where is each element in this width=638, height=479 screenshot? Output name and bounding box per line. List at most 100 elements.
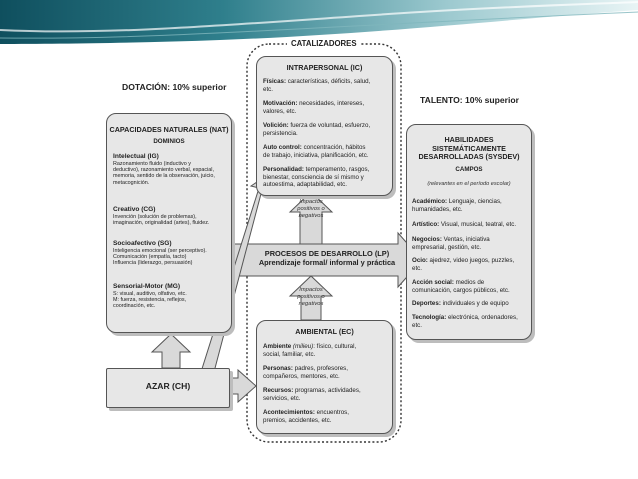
sysdev-item-line: ajedrez, video juegos, puzzles, [427,257,515,264]
sysdev-item-line: empresarial, gestión, etc. [412,243,482,251]
ec-item-term: Ambiente [263,343,292,350]
ic-item-line: etc. [263,85,273,93]
nat-subtitle: DOMINIOS [153,138,185,145]
ic-item-line: características, déficits, salud, [286,78,371,85]
sysdev-item-term: Artístico: [412,221,440,228]
impact-top-label: Impactos positivos o negativos [287,199,335,219]
ic-box [256,56,393,196]
ic-item-term: Motivación: [263,100,298,107]
ec-box [256,320,393,434]
sysdev-item-term: Académico: [412,198,448,205]
sysdev-item-line: humanidades, etc. [412,205,463,213]
sysdev-item-ocio: Ocio: ajedrez, video juegos, puzzles, et… [412,257,530,272]
azar-right-arrow [227,368,257,404]
nat-domain-name: Creativo (CG) [113,206,156,213]
nat-domain-desc: coordinación, etc. [113,303,156,310]
sysdev-title-line: DESARROLLADAS (SYSDEV) [418,152,520,162]
impact-line: negativos [298,212,324,219]
sysdev-item-line: Lenguaje, ciencias, [447,198,502,205]
ic-item-line: necesidades, intereses, [297,100,365,107]
ic-item-fisicas: Físicas: características, déficits, salu… [263,78,389,93]
lp-line: PROCESOS DE DESARROLLO (LP) [264,249,390,258]
nat-domain-desc: imaginación, originalidad (artes), fluid… [113,220,210,226]
ic-title: INTRAPERSONAL (IC) [286,63,363,72]
sysdev-item-term: Ocio: [412,257,428,264]
ec-item-line: premios, accidentes, etc. [263,416,332,424]
ic-item-line: bienestar, consciencia de sí mismo y [263,173,364,181]
impact-line: Impactos [299,199,323,205]
ec-item-term: Acontecimientos: [263,409,315,416]
sysdev-item-term: Tecnología: [412,314,447,321]
nat-domain-desc: deductivo), razonamiento verbal, espacia… [113,167,214,173]
nat-domain-desc: Razonamiento fluido (inductivo y [113,160,191,167]
sysdev-item-line: Visual, musical, teatral, etc. [439,221,517,228]
sysdev-note: (relevantes en el período escolar) [427,181,511,187]
nat-domain-desc: M: fuerza, resistencia, reflejos, [113,297,187,303]
ic-item-line: de trabajo, iniciativa, planificación, e… [263,151,369,159]
sysdev-item-tecnologia: Tecnología: electrónica, ordenadores, et… [412,314,530,329]
ic-item-term: Volición: [263,122,289,129]
sysdev-item-line: etc. [412,321,422,329]
azar-label: AZAR (CH) [145,381,191,391]
sysdev-item-artistico: Artístico: Visual, musical, teatral, etc… [412,221,530,229]
nat-domain-desc: Invención (solución de problemas), [113,213,197,220]
ic-item-motivacion: Motivación: necesidades, intereses, valo… [263,100,389,115]
sysdev-item-line: individuales y de equipo [440,300,509,307]
nat-domain-desc: Comunicación (empatía, tacto) [113,254,187,260]
ec-item-ambiente: Ambiente (milieu): físico, cultural, soc… [263,343,389,358]
ic-item-line: persistencia. [263,129,298,137]
ic-item-term: Físicas: [263,78,287,85]
nat-domain-socioafectivo: Socioafectivo (SG) Inteligencia emociona… [113,240,229,267]
sysdev-item-academico: Académico: Lenguaje, ciencias, humanidad… [412,198,530,213]
ic-item-term: Auto control: [263,144,302,151]
nat-domain-name: Socioafectivo (SG) [113,240,172,247]
ic-item-term: Personalidad: [263,166,304,173]
impact-line: positivos o [297,205,325,212]
ec-item-line: compañeros, mentores, etc. [263,372,340,380]
lp-line: Aprendizaje formal/ informal y práctica [258,258,396,267]
nat-domain-desc: Inteligencia emocional (ser perceptivo). [113,247,207,254]
sysdev-item-deportes: Deportes: individuales y de equipo [412,300,530,308]
nat-title: CAPACIDADES NATURALES (NAT) [109,125,229,134]
sysdev-subtitle: CAMPOS [455,166,483,173]
nat-domain-name: Sensorial-Motor (MG) [113,283,181,290]
sysdev-item-term: Negocios: [412,236,442,243]
lp-label: PROCESOS DE DESARROLLO (LP) Aprendizaje … [252,249,402,267]
ic-item-line: autoestima, adaptabilidad, etc. [263,181,347,189]
sysdev-item-accion-social: Acción social: medios de comunicación, c… [412,279,530,294]
sysdev-item-negocios: Negocios: Ventas, iniciativa empresarial… [412,236,530,251]
ec-item-acontecimientos: Acontecimientos: encuentros, premios, ac… [263,409,389,424]
impact-bottom-arrow [288,275,334,321]
sysdev-item-line: medios de [453,279,485,286]
ec-item-italic: (milieu) [291,343,314,350]
ec-item-line: servicios, etc. [263,394,301,402]
impact-line: negativos [298,300,324,307]
nat-domain-desc: metacognición. [113,179,150,186]
ec-item-line: padres, profesores, [292,365,348,372]
nat-domain-creativo: Creativo (CG) Invención (solución de pro… [113,206,229,226]
sysdev-title-line: HABILIDADES [444,135,494,144]
nat-domain-name: Intelectual (IG) [113,153,159,160]
header-banner [0,0,638,46]
ec-item-line: programas, actividades, [293,387,361,394]
ic-item-line: valores, etc. [263,107,297,115]
nat-domain-sensorial: Sensorial-Motor (MG) S: visual, auditivo… [113,283,229,310]
impact-line: Impactos [299,287,323,293]
sysdev-item-line: etc. [412,264,422,272]
nat-domain-desc: S: visual, auditivo, olfativo, etc. [113,290,187,297]
catalizadores-label: CATALIZADORES [287,40,361,48]
ec-item-personas: Personas: padres, profesores, compañeros… [263,365,389,380]
ic-item-line: concentración, hábitos [301,144,366,151]
ec-item-line: social, familiar, etc. [263,350,316,358]
sysdev-item-line: comunicación, cargos públicos, etc. [412,286,510,294]
sysdev-item-term: Deportes: [412,300,441,307]
nat-domain-desc: Influencia (liderazgo, persuasión) [113,260,193,267]
ec-item-line: : físico, cultural, [313,343,357,350]
ic-item-line: fuerza de voluntad, esfuerzo, [288,122,371,129]
sysdev-title-line: SISTEMÁTICAMENTE [432,143,506,153]
ec-item-term: Recursos: [263,387,294,394]
ic-item-line: temperamento, rasgos, [303,166,370,173]
sysdev-item-term: Acción social: [412,279,454,286]
ic-item-autocontrol: Auto control: concentración, hábitos de … [263,144,389,159]
ic-item-personalidad: Personalidad: temperamento, rasgos, bien… [263,166,389,189]
